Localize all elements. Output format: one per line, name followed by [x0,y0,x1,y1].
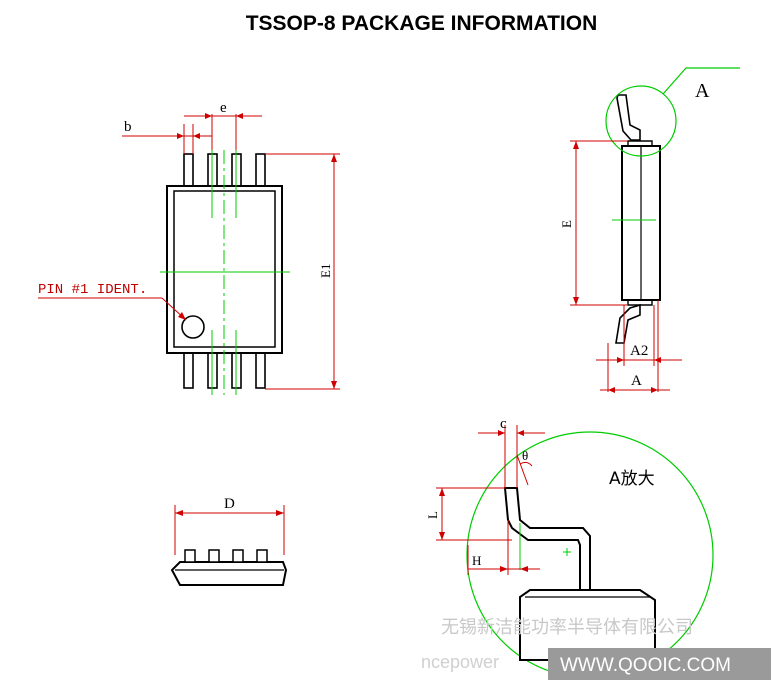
side-view: A E A2 A [559,67,740,393]
label-D: D [224,496,235,512]
label-b: b [124,119,132,135]
dim-L-arrows [439,488,445,540]
watermark-band [548,648,771,680]
label-e: e [220,100,227,116]
dim-A-arrows [608,357,661,393]
detail-a-callout: A [695,80,710,102]
top-view-centerlines [160,148,290,395]
pin1-ident-label: PIN #1 IDENT. [38,282,147,298]
dim-c [478,425,545,488]
detail-lead [503,487,591,591]
watermark-brand: ncepower [421,652,499,672]
side-lead-top [616,94,641,141]
dim-b-e [122,114,262,154]
pin1-leader [38,297,187,321]
end-view: D [170,496,288,586]
dim-E-arrows [573,141,579,305]
dim-E1-arrows [331,154,337,389]
label-theta: θ [522,448,528,463]
dim-H-arrows [500,566,528,572]
ic-body-inner-outline [173,190,276,348]
pin1-dot [181,315,205,339]
label-c: c [500,416,507,432]
dim-L [436,487,512,541]
label-L: L [425,511,440,519]
end-body [170,561,288,586]
side-lead-bottom [615,303,641,344]
dim-E [570,140,628,306]
label-E1: E1 [318,264,333,278]
dim-c-arrows [498,430,524,436]
dim-E1 [265,153,340,390]
top-view: b e E1 PIN #1 IDENT. [38,100,340,395]
dim-D [174,505,285,555]
watermark-company: 无锡新洁能功率半导体有限公司 [441,617,693,638]
end-leads [184,549,268,563]
pin1-leader-arrow [178,312,186,320]
detail-body [519,589,656,661]
label-A2: A2 [630,343,648,359]
detail-title: A放大 [609,469,655,489]
page-title: TSSOP-8 PACKAGE INFORMATION [245,12,598,35]
dim-b-e-arrows [177,113,243,139]
watermarks: 无锡新洁能功率半导体有限公司 ncepower WWW.QOOIC.COM [421,617,771,680]
detail-a-leader [662,67,740,95]
watermark-site: WWW.QOOIC.COM [560,655,731,676]
label-A: A [631,373,642,389]
detail-a-circle [605,85,677,157]
label-E: E [559,220,574,228]
dim-D-arrows [175,510,284,516]
label-H: H [472,553,481,568]
detail-a-view: A放大 c θ [425,416,714,679]
